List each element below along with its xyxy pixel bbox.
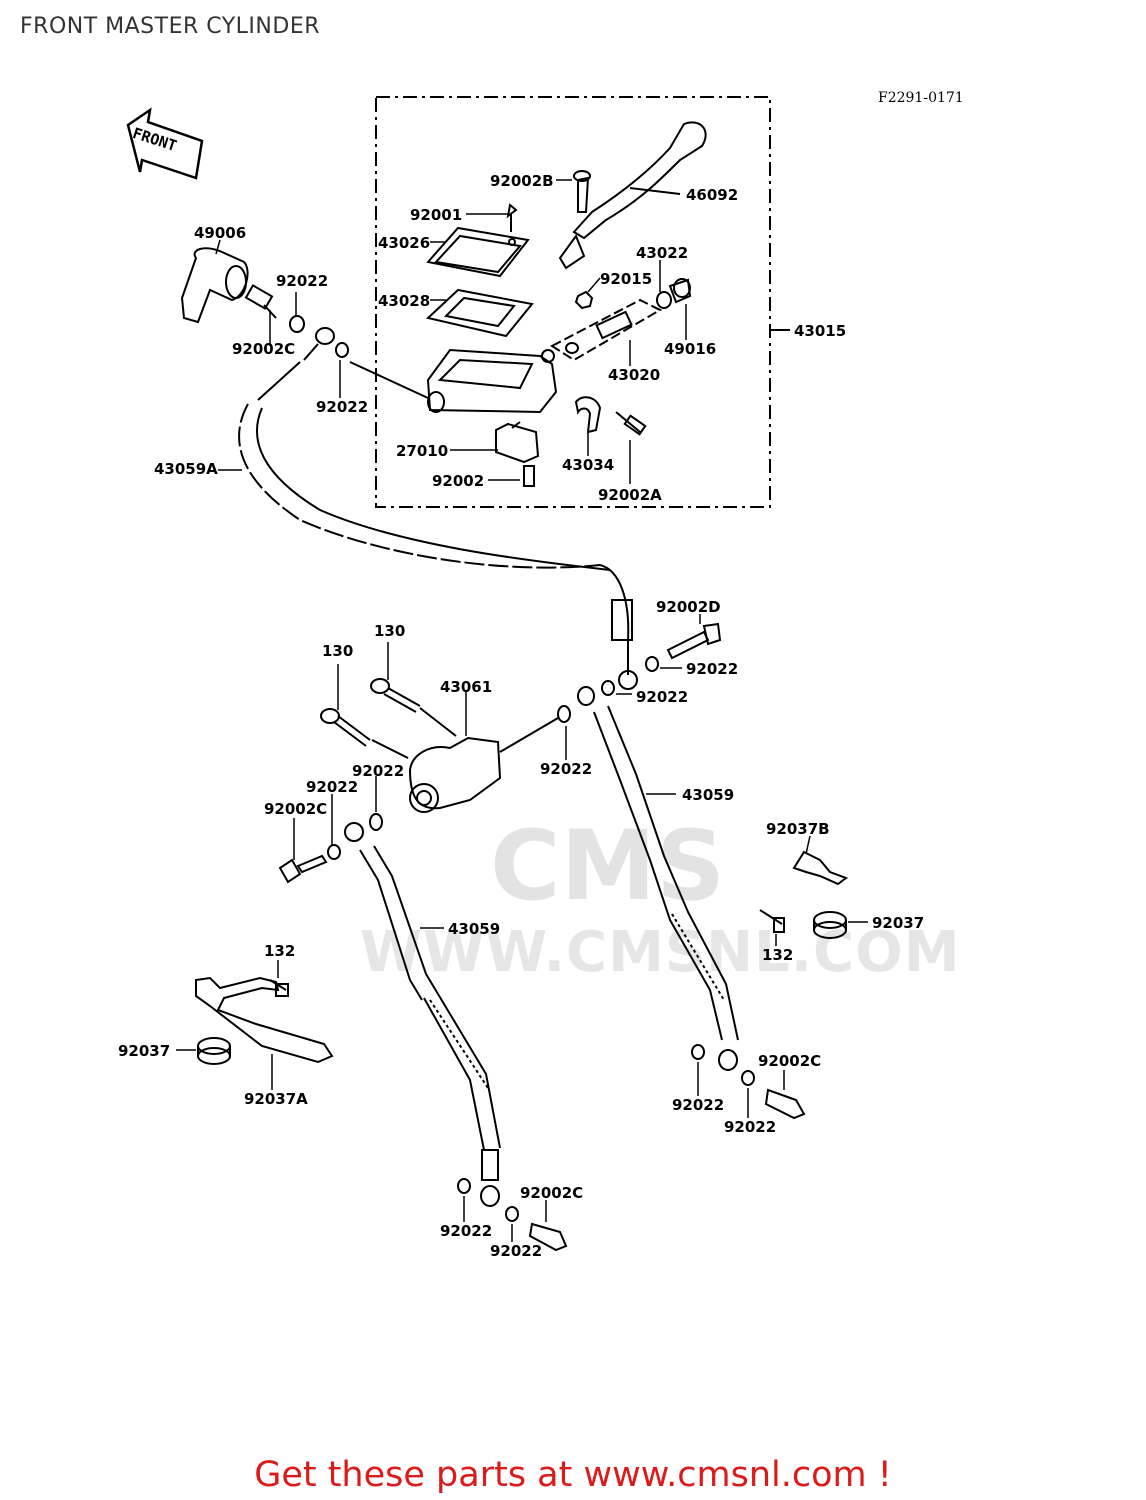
boot-49016 (656, 278, 692, 309)
part-label: 92022 (636, 688, 689, 706)
lever-46092 (558, 121, 707, 270)
part-label: 92022 (352, 762, 405, 780)
part-label: 43061 (440, 678, 493, 696)
watermark-logo: CMS (490, 810, 726, 922)
reservoir-cap-43026 (426, 203, 530, 278)
brake-hose-43059-right (577, 686, 806, 1120)
washer-92022-a (369, 813, 383, 831)
part-label: 92037A (244, 1090, 308, 1108)
part-label: 92022 (440, 1222, 493, 1240)
washer-92022-c (601, 680, 615, 696)
part-label: 92002C (264, 800, 328, 818)
assembly-box (375, 96, 771, 508)
brake-hose-43059a (238, 327, 638, 690)
part-label: 130 (374, 622, 406, 640)
part-label: 92022 (672, 1096, 725, 1114)
banjo-bolt-92002d (666, 622, 722, 660)
part-label: 92037 (118, 1042, 171, 1060)
part-label: 92002 (432, 472, 485, 490)
bracket-92037b (759, 850, 849, 933)
footer-link[interactable]: Get these parts at www.cmsnl.com ! (254, 1455, 892, 1495)
drawing-code: F2291-0171 (878, 90, 964, 106)
grommet-92037-right (813, 911, 847, 939)
page-title: FRONT MASTER CYLINDER (20, 14, 321, 39)
bracket-92037a (195, 976, 334, 1064)
part-label: 130 (322, 642, 354, 660)
part-label: 43020 (608, 366, 661, 384)
part-label: 43015 (794, 322, 847, 340)
part-label: 92002C (520, 1184, 584, 1202)
joint-43061 (408, 705, 571, 813)
part-label: 92022 (540, 760, 593, 778)
bolt-130-right (370, 678, 457, 737)
nut-92015 (574, 290, 594, 310)
front-arrow-icon (126, 107, 204, 180)
part-label: 43059 (682, 786, 735, 804)
part-label: 43026 (378, 234, 431, 252)
piston-assembly-43020 (550, 298, 663, 362)
part-label: 92037 (872, 914, 925, 932)
watermark-url: WWW.CMSNL.COM (360, 920, 961, 985)
bolt-130-left (320, 708, 409, 759)
diaphragm-43028 (425, 288, 534, 338)
part-label: 92002C (232, 340, 296, 358)
part-label: 132 (762, 946, 794, 964)
part-label: 43059A (154, 460, 218, 478)
part-label: 92037B (766, 820, 830, 838)
clamp-43034 (574, 396, 647, 436)
part-label: 49016 (664, 340, 717, 358)
part-label: 92001 (410, 206, 463, 224)
part-label: 43034 (562, 456, 615, 474)
part-label: 92002A (598, 486, 662, 504)
part-label: 43028 (378, 292, 431, 310)
part-label: 92022 (686, 660, 739, 678)
part-label: 49006 (194, 224, 247, 242)
part-label: 92002C (758, 1052, 822, 1070)
part-label: 43059 (448, 920, 501, 938)
washer-92022-b (645, 656, 659, 672)
part-label: 92022 (306, 778, 359, 796)
part-label: 132 (264, 942, 296, 960)
switch-27010 (495, 421, 540, 487)
part-label: 92015 (600, 270, 653, 288)
part-label: 92022 (316, 398, 369, 416)
master-cylinder-body (349, 348, 558, 414)
part-label: 92002B (490, 172, 554, 190)
part-label: 92002D (656, 598, 721, 616)
banjo-bolt-92002c-left (278, 844, 341, 884)
brake-hose-43059-left (344, 822, 568, 1252)
part-label: 43022 (636, 244, 689, 262)
part-label: 92022 (276, 272, 329, 290)
grommet-92037-left (197, 1037, 231, 1065)
part-label: 92022 (724, 1118, 777, 1136)
hose-cap-49006 (180, 247, 249, 324)
part-label: 27010 (396, 442, 449, 460)
part-label: 92022 (490, 1242, 543, 1260)
part-label: 46092 (686, 186, 739, 204)
